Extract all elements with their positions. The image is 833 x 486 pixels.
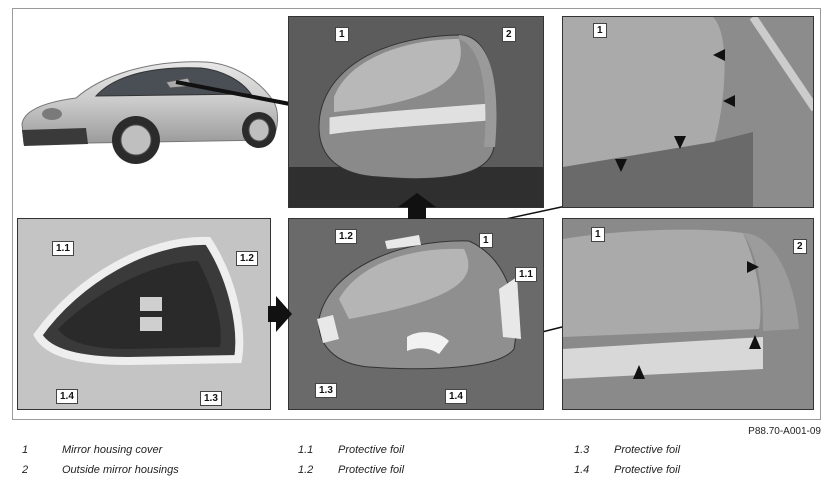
car-illustration [16, 52, 284, 167]
legend-number: 1.3 [574, 444, 590, 456]
callout-2: 2 [502, 27, 516, 42]
reference-code: P88.70-A001-09 [748, 426, 821, 437]
legend-text: Mirror housing cover [62, 444, 163, 456]
legend-col-3: 1.3 Protective foil 1.4 Protective foil [574, 444, 814, 484]
callout-1: 1 [593, 23, 607, 38]
legend-item: 1 Mirror housing cover [22, 444, 272, 464]
panel-protective-foil: 1.1 1.2 1.4 1.3 [17, 218, 271, 410]
callout-1-1: 1.1 [515, 267, 537, 282]
legend-col-2: 1.1 Protective foil 1.2 Protective foil [298, 444, 548, 484]
legend-item: 1.1 Protective foil [298, 444, 548, 464]
arrow-up-icon [398, 193, 436, 219]
callout-1: 1 [335, 27, 349, 42]
legend-text: Protective foil [338, 464, 405, 476]
legend-text: Protective foil [614, 444, 681, 456]
legend-number: 2 [22, 464, 29, 476]
legend-number: 1.2 [298, 464, 314, 476]
legend-number: 1 [22, 444, 29, 456]
panel-mirror-cover: 1 2 [288, 16, 544, 208]
legend-number: 1.4 [574, 464, 590, 476]
panel-cover-with-foils: 1.2 1 1.1 1.3 1.4 [288, 218, 544, 410]
callout-1-2: 1.2 [236, 251, 258, 266]
arrow-right-icon [268, 296, 292, 332]
callout-1: 1 [479, 233, 493, 248]
panel-cover-detail: 1 [562, 16, 814, 208]
legend-number: 1.1 [298, 444, 314, 456]
callout-1-1: 1.1 [52, 241, 74, 256]
callout-1-4: 1.4 [56, 389, 78, 404]
legend-col-1: 1 Mirror housing cover 2 Outside mirror … [22, 444, 272, 484]
legend-item: 1.2 Protective foil [298, 464, 548, 484]
legend-text: Protective foil [614, 464, 681, 476]
callout-1-2: 1.2 [335, 229, 357, 244]
legend-item: 1.3 Protective foil [574, 444, 814, 464]
callout-1-3: 1.3 [315, 383, 337, 398]
legend-item: 1.4 Protective foil [574, 464, 814, 484]
callout-2: 2 [793, 239, 807, 254]
legend-item: 2 Outside mirror housings [22, 464, 272, 484]
callout-1: 1 [591, 227, 605, 242]
callout-1-4: 1.4 [445, 389, 467, 404]
legend-text: Outside mirror housings [62, 464, 179, 476]
callout-1-3: 1.3 [200, 391, 222, 406]
legend-text: Protective foil [338, 444, 405, 456]
panel-cover-installed: 1 2 [562, 218, 814, 410]
